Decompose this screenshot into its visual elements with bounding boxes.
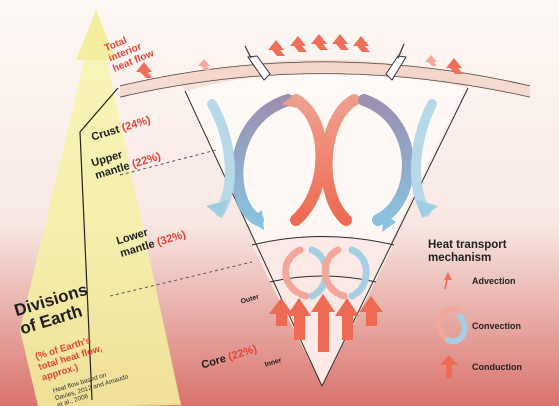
legend-item-conduction: Conduction: [472, 362, 522, 372]
legend-title-line-2: mechanism: [428, 252, 507, 265]
legend-title-line-1: Heat transport: [428, 239, 507, 252]
legend-item-advection: Advection: [472, 276, 516, 286]
legend-item-convection: Convection: [472, 321, 521, 331]
legend-title: Heat transport mechanism: [428, 239, 507, 265]
